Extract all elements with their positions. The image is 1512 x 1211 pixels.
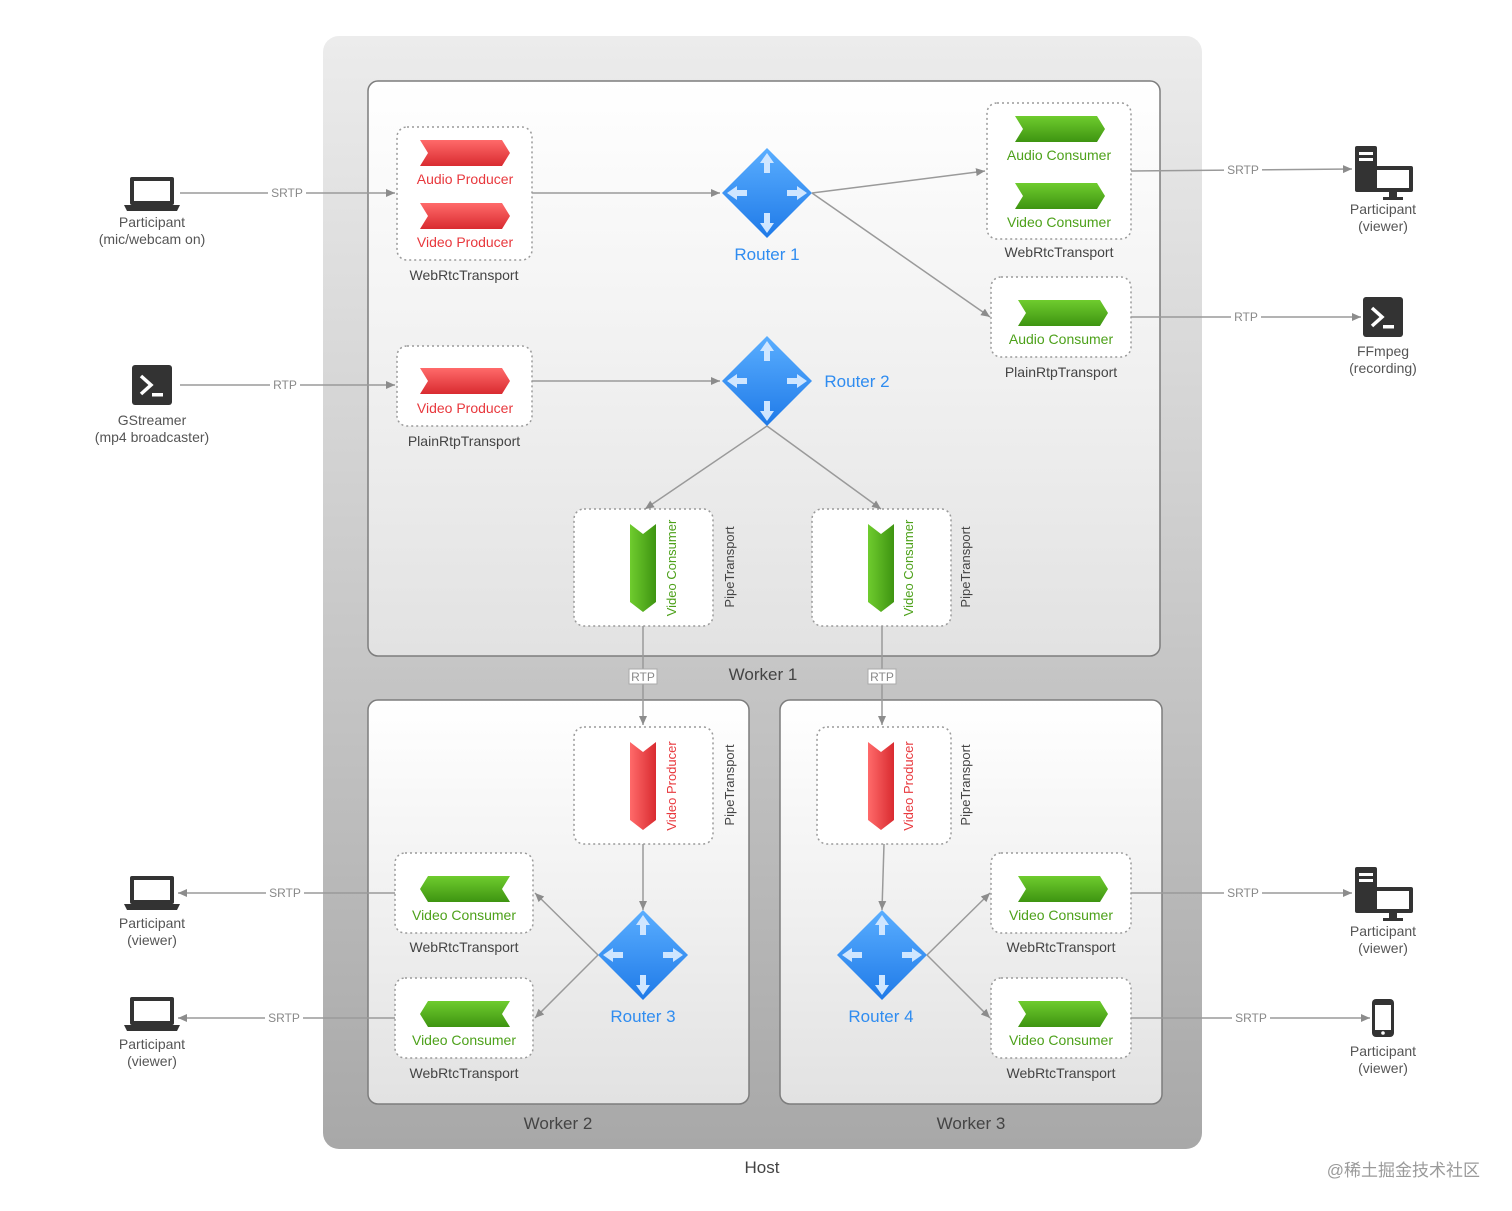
rtp-label: RTP	[1234, 310, 1258, 324]
terminal-icon	[130, 363, 174, 407]
client-role-label: (viewer)	[127, 1053, 177, 1069]
rtp-label: RTP	[870, 670, 894, 684]
desktop-icon	[1355, 146, 1413, 200]
rtp-label: RTP	[273, 378, 297, 392]
desktop-icon	[1355, 867, 1413, 921]
video-consumer-ribbon	[1018, 1001, 1108, 1027]
laptop-icon	[124, 997, 180, 1031]
srtp-label: SRTP	[1227, 886, 1259, 900]
client-role-label: (viewer)	[1358, 1060, 1408, 1076]
video-consumer-ribbon	[1018, 876, 1108, 902]
video-consumer-label: Video Consumer	[1007, 214, 1111, 230]
video-consumer-ribbon	[1015, 183, 1105, 209]
client-name-label: Participant	[1350, 923, 1416, 939]
worker1-label: Worker 1	[729, 665, 798, 684]
host-label: Host	[745, 1158, 780, 1177]
pipe-transport-label: PipeTransport	[958, 744, 973, 826]
client-name-label: Participant	[119, 915, 185, 931]
watermark-label: @稀土掘金技术社区	[1327, 1161, 1480, 1180]
client-name-label: Participant	[1350, 1043, 1416, 1059]
video-producer-ribbon	[420, 203, 510, 229]
plainrtp-transport-label: PlainRtpTransport	[408, 433, 520, 449]
arrow-router4-to-w3b	[926, 954, 991, 1019]
srtp-label: SRTP	[1235, 1011, 1267, 1025]
router2-label: Router 2	[824, 372, 889, 391]
video-consumer-label: Video Consumer	[412, 1032, 516, 1048]
client-role-label: (viewer)	[1358, 940, 1408, 956]
webrtc-transport-label: WebRtcTransport	[1005, 244, 1114, 260]
webrtc-transport-label: WebRtcTransport	[410, 939, 519, 955]
client-role-label: (viewer)	[1358, 218, 1408, 234]
protocol-labels: SRTP RTP SRTP RTP SRTP SRTP SRTP SRTP RT…	[265, 162, 1270, 1025]
video-producer-ribbon	[420, 368, 510, 394]
srtp-label: SRTP	[269, 886, 301, 900]
srtp-label: SRTP	[268, 1011, 300, 1025]
client-name-label: GStreamer	[118, 412, 187, 428]
audio-consumer-ribbon	[1015, 116, 1105, 142]
arrow-router1-to-plainrtp-out	[811, 192, 991, 318]
video-producer-label: Video Producer	[664, 741, 679, 831]
arrow-router1-to-webrtc-out	[811, 168, 986, 194]
video-producer-ribbon	[868, 742, 894, 830]
arrow-pipe4-to-router4	[878, 843, 887, 911]
webrtc-transport-label: WebRtcTransport	[1007, 939, 1116, 955]
video-consumer-ribbon	[420, 876, 510, 902]
webrtc-transport-label: WebRtcTransport	[1007, 1065, 1116, 1081]
client-name-label: Participant	[119, 1036, 185, 1052]
terminal-icon	[1361, 295, 1405, 339]
client-name-label: Participant	[119, 214, 185, 230]
client-name-label: FFmpeg	[1357, 343, 1409, 359]
srtp-label: SRTP	[1227, 163, 1259, 177]
arrow-router3-to-w2a	[534, 892, 599, 956]
router4-label: Router 4	[848, 1007, 913, 1026]
video-consumer-label: Video Consumer	[1009, 907, 1113, 923]
client-role-label: (viewer)	[127, 932, 177, 948]
pipe-transport-label: PipeTransport	[722, 526, 737, 608]
plainrtp-transport-label: PlainRtpTransport	[1005, 364, 1117, 380]
rtp-label: RTP	[631, 670, 655, 684]
arrow-router2-to-pipe2	[766, 425, 882, 510]
video-producer-label: Video Producer	[417, 400, 514, 416]
client-role-label: (mp4 broadcaster)	[95, 429, 209, 445]
video-consumer-label: Video Consumer	[664, 519, 679, 616]
client-name-label: Participant	[1350, 201, 1416, 217]
arrow-router3-to-w2b	[534, 954, 599, 1019]
audio-consumer-label: Audio Consumer	[1009, 331, 1114, 347]
pipe-transport-label: PipeTransport	[722, 744, 737, 826]
video-consumer-ribbon	[420, 1001, 510, 1027]
pipe-transport-label: PipeTransport	[958, 526, 973, 608]
audio-producer-label: Audio Producer	[417, 171, 514, 187]
audio-consumer-label: Audio Consumer	[1007, 147, 1112, 163]
video-producer-ribbon	[630, 742, 656, 830]
video-consumer-label: Video Consumer	[1009, 1032, 1113, 1048]
arrow-router4-to-w3a	[926, 892, 991, 956]
phone-icon	[1372, 999, 1394, 1037]
worker3-label: Worker 3	[937, 1114, 1006, 1133]
video-consumer-ribbon	[868, 524, 894, 612]
video-producer-label: Video Producer	[417, 234, 514, 250]
webrtc-transport-label: WebRtcTransport	[410, 267, 519, 283]
client-role-label: (recording)	[1349, 360, 1417, 376]
webrtc-transport-label: WebRtcTransport	[410, 1065, 519, 1081]
arrow-router2-to-pipe1	[644, 425, 768, 510]
router1-label: Router 1	[734, 245, 799, 264]
laptop-icon	[124, 177, 180, 211]
laptop-icon	[124, 876, 180, 910]
video-consumer-label: Video Consumer	[901, 519, 916, 616]
video-producer-label: Video Producer	[901, 741, 916, 831]
audio-producer-ribbon	[420, 140, 510, 166]
client-role-label: (mic/webcam on)	[99, 231, 206, 247]
audio-consumer-ribbon	[1018, 300, 1108, 326]
worker2-label: Worker 2	[524, 1114, 593, 1133]
video-consumer-ribbon	[630, 524, 656, 612]
video-consumer-label: Video Consumer	[412, 907, 516, 923]
router3-label: Router 3	[610, 1007, 675, 1026]
srtp-label: SRTP	[271, 186, 303, 200]
ribbons	[420, 116, 1108, 1027]
